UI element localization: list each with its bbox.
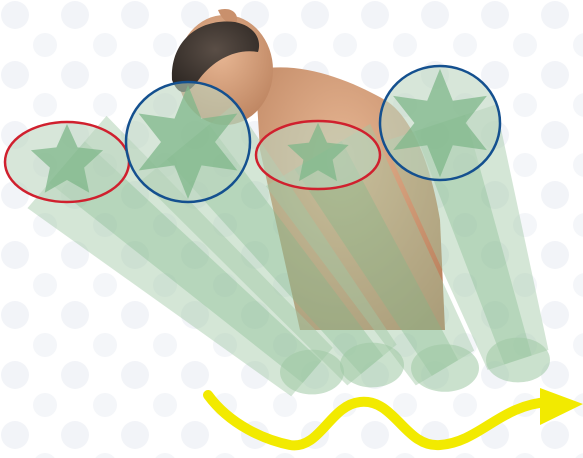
beam-end-cap [486,338,550,383]
beam-end-cap [411,344,479,392]
